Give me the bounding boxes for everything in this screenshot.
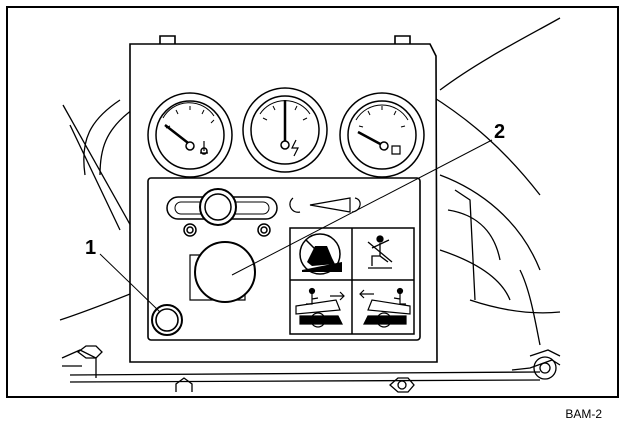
temperature-gauge	[147, 92, 233, 178]
oil-pressure-gauge	[339, 92, 425, 178]
figure-code: BAM-2	[565, 407, 602, 421]
safety-decal	[289, 227, 415, 335]
voltmeter-gauge	[242, 87, 328, 173]
mower-reverse-icon	[359, 287, 411, 328]
rollover-warning-icon	[299, 233, 342, 275]
callout-2-label: 2	[494, 121, 505, 143]
throttle-control	[166, 188, 361, 237]
mower-forward-icon	[295, 287, 345, 328]
callout-2-leader	[231, 139, 493, 276]
seated-operator-icon	[367, 235, 393, 269]
hour-meter-or-indicator	[151, 304, 183, 336]
callout-1-leader	[99, 253, 161, 313]
machine-background	[59, 17, 561, 393]
control-knob	[189, 241, 256, 303]
callout-1-label: 1	[85, 237, 96, 259]
